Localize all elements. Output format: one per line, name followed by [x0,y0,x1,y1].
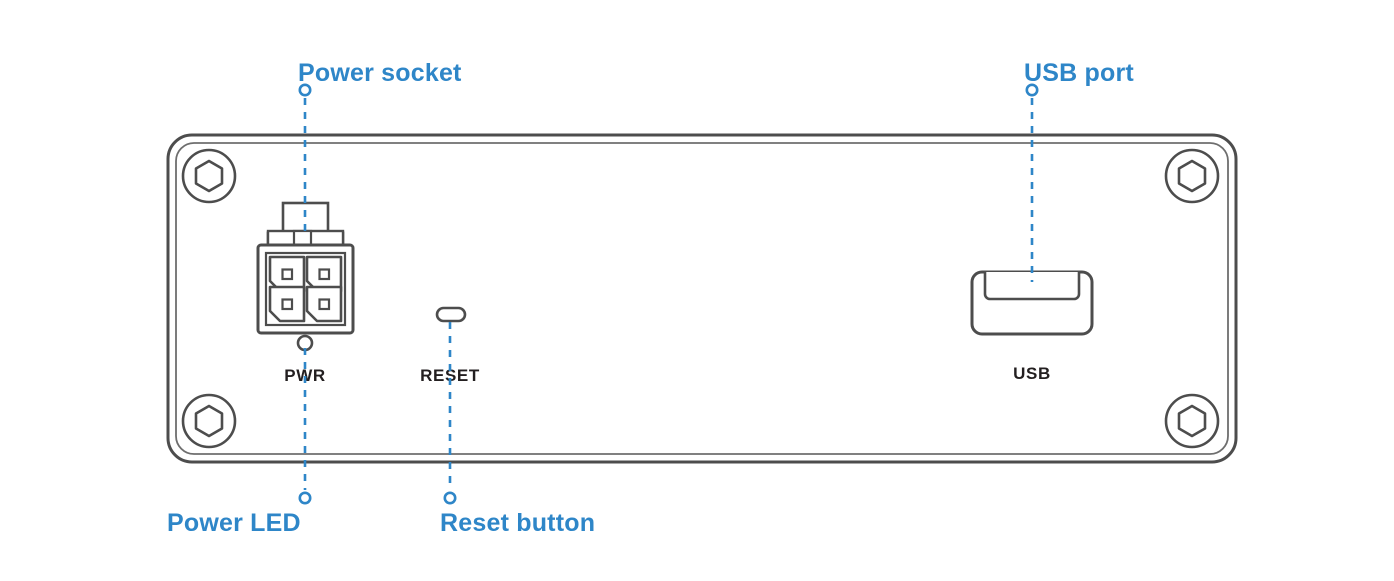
callout-power-led: Power LED [167,348,312,537]
rear-panel [166,133,1238,464]
power-socket-connector [256,201,355,335]
power-socket-latch-tab [292,229,313,247]
callout-power-led-dot [298,491,312,505]
callout-reset-button-dot [443,491,457,505]
callout-usb-port: USB port [1024,59,1134,282]
silk-label-usb: USB [1013,364,1051,383]
power-socket-pin-3 [268,285,306,323]
screw-top-right [1164,148,1220,204]
silk-label-pwr: PWR [284,366,325,385]
callout-power-socket-label: Power socket [298,59,462,87]
callout-usb-port-label: USB port [1024,59,1134,87]
callout-power-socket: Power socket [298,59,462,232]
usb-port-tongue [983,272,1081,301]
screw-bottom-right [1164,393,1220,449]
screw-bottom-left [181,393,237,449]
usb-port-receptacle [970,270,1094,336]
panel-outer-edge [166,133,1238,464]
silk-label-reset: RESET [420,366,480,385]
power-led-indicator [296,334,314,352]
panel-inner-edge [175,142,1229,455]
reset-button-component[interactable] [435,306,467,323]
reset-button-pill[interactable] [435,306,467,323]
screw-top-left [181,148,237,204]
callout-reset-button: Reset button [440,322,595,537]
power-socket-pin-4 [305,285,343,323]
callout-power-led-label: Power LED [167,509,301,537]
callout-reset-button-label: Reset button [440,509,595,537]
